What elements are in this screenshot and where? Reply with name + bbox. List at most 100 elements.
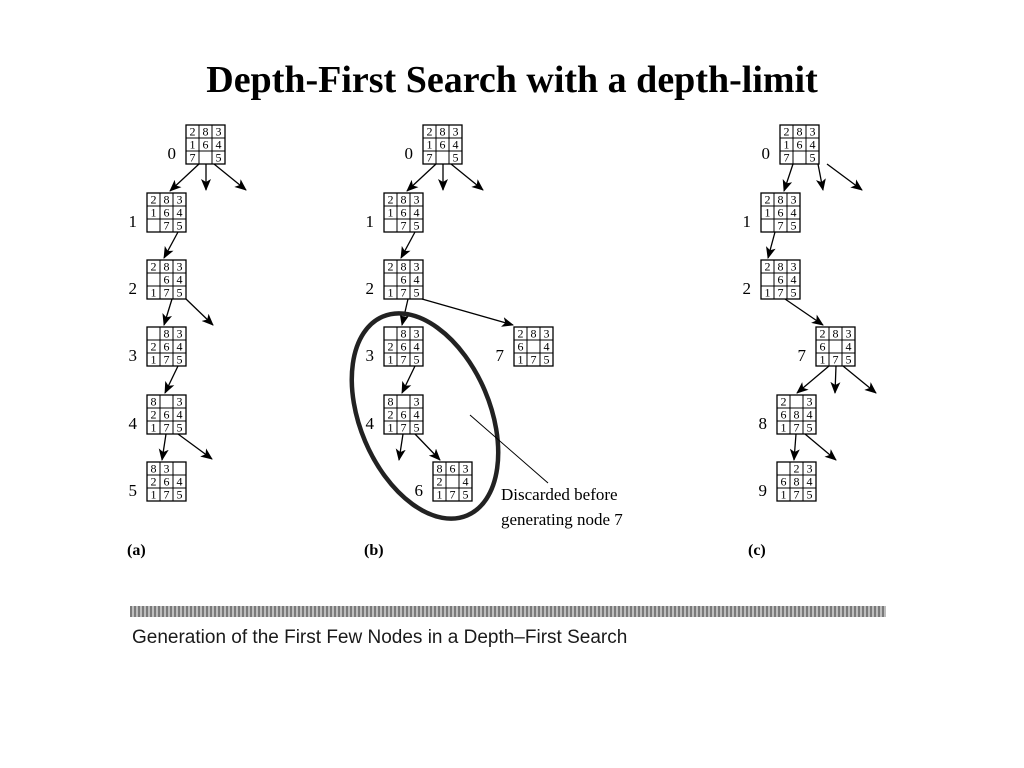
tile-3: 3	[177, 395, 183, 409]
tile-8: 8	[388, 395, 394, 409]
tile-5: 5	[177, 488, 183, 502]
tile-8: 8	[164, 327, 170, 341]
tile-2: 2	[765, 260, 771, 274]
board-frame	[760, 192, 801, 233]
tile-8: 8	[151, 395, 157, 409]
tile-6: 6	[440, 138, 446, 152]
tile-5: 5	[177, 353, 183, 367]
tile-1: 1	[820, 353, 826, 367]
tile-5: 5	[177, 286, 183, 300]
tile-5: 5	[807, 488, 813, 502]
tile-3: 3	[791, 260, 797, 274]
edge-arrow	[766, 231, 776, 259]
board-frame	[383, 259, 424, 300]
tile-6: 6	[164, 340, 170, 354]
tile-5: 5	[544, 353, 550, 367]
tile-7: 7	[164, 353, 170, 367]
tile-4: 4	[807, 475, 813, 489]
panel-label: (b)	[364, 542, 384, 559]
edge-arrow	[400, 231, 416, 259]
tile-2: 2	[151, 408, 157, 422]
edge-arrow	[395, 433, 406, 461]
tile-1: 1	[190, 138, 196, 152]
tile-8: 8	[794, 408, 800, 422]
edge-arrow	[842, 365, 877, 394]
tile-5: 5	[216, 151, 222, 165]
tile-5: 5	[177, 219, 183, 233]
tile-1: 1	[151, 421, 157, 435]
node-number: 0	[405, 144, 414, 163]
tile-2: 2	[518, 327, 524, 341]
annotation-leader-line	[469, 414, 549, 484]
tile-1: 1	[388, 206, 394, 220]
tile-6: 6	[778, 273, 784, 287]
tile-4: 4	[791, 206, 797, 220]
tile-4: 4	[177, 273, 183, 287]
edge-arrow	[782, 163, 794, 192]
tile-3: 3	[791, 193, 797, 207]
node-number: 5	[129, 481, 138, 500]
tile-8: 8	[437, 462, 443, 476]
tile-1: 1	[427, 138, 433, 152]
edge-arrow	[158, 433, 169, 461]
tile-2: 2	[388, 340, 394, 354]
tile-8: 8	[778, 193, 784, 207]
tile-1: 1	[765, 286, 771, 300]
tile-7: 7	[833, 353, 839, 367]
tile-6: 6	[450, 462, 456, 476]
tile-6: 6	[401, 273, 407, 287]
board-frame	[815, 326, 856, 367]
tile-7: 7	[794, 421, 800, 435]
caption-rule	[130, 606, 886, 617]
tile-8: 8	[778, 260, 784, 274]
tile-3: 3	[807, 395, 813, 409]
panel-label: (a)	[127, 542, 146, 559]
tile-7: 7	[401, 286, 407, 300]
edge-arrow	[796, 365, 830, 394]
board-frame	[422, 124, 463, 165]
tile-1: 1	[151, 286, 157, 300]
tile-3: 3	[463, 462, 469, 476]
tile-8: 8	[151, 462, 157, 476]
tile-4: 4	[453, 138, 459, 152]
tile-5: 5	[414, 421, 420, 435]
node-number: 1	[129, 212, 138, 231]
board-frame	[383, 394, 424, 435]
tile-6: 6	[164, 206, 170, 220]
tile-6: 6	[797, 138, 803, 152]
edge-arrow	[162, 298, 173, 326]
tile-3: 3	[216, 125, 222, 139]
tile-6: 6	[401, 206, 407, 220]
board-frame	[146, 259, 187, 300]
tile-4: 4	[810, 138, 816, 152]
edge-arrow	[830, 365, 841, 394]
board-frame	[146, 461, 187, 502]
tile-4: 4	[414, 340, 420, 354]
tile-5: 5	[807, 421, 813, 435]
tile-6: 6	[164, 273, 170, 287]
edge-arrow	[804, 433, 837, 461]
tile-8: 8	[401, 260, 407, 274]
tile-6: 6	[164, 408, 170, 422]
tile-7: 7	[164, 219, 170, 233]
tile-8: 8	[797, 125, 803, 139]
edge-arrow	[185, 298, 214, 326]
tile-5: 5	[414, 219, 420, 233]
tile-3: 3	[414, 260, 420, 274]
tile-8: 8	[833, 327, 839, 341]
edge-arrow	[169, 163, 200, 192]
tile-3: 3	[177, 260, 183, 274]
board-frame	[776, 394, 817, 435]
discard-annotation-line: generating node 7	[501, 510, 623, 529]
node-number: 4	[129, 414, 138, 433]
tile-2: 2	[388, 260, 394, 274]
tile-5: 5	[791, 286, 797, 300]
node-number: 1	[366, 212, 375, 231]
